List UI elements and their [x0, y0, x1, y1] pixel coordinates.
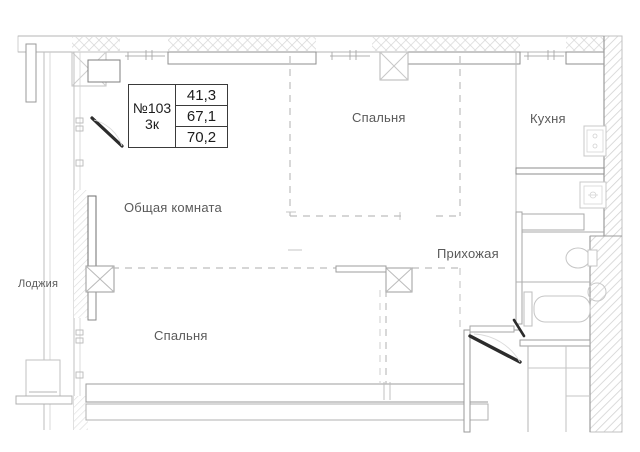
room-label-kitchen: Кухня [530, 111, 566, 126]
fixtures [15, 125, 607, 405]
unit-info-right: 41,3 67,1 70,2 [176, 85, 227, 147]
unit-info-box: №103 3к 41,3 67,1 70,2 [128, 84, 228, 148]
unit-info-left: №103 3к [129, 85, 176, 147]
door-leaf-topleft [90, 116, 124, 148]
unit-number: №103 [132, 100, 172, 116]
room-label-hallway: Прихожая [437, 246, 499, 261]
columns [335, 265, 413, 293]
exterior-walls [17, 35, 623, 433]
toilet-icon [565, 247, 591, 269]
area-living: 41,3 [176, 85, 227, 106]
area-total: 70,2 [186, 128, 217, 146]
loggia-fixture-icon [25, 359, 61, 397]
room-label-living-room: Общая комната [124, 200, 222, 215]
doors [90, 116, 526, 364]
room-label-loggia: Лоджия [18, 278, 59, 290]
dashed-partitions [112, 56, 462, 384]
room-label-bedroom-bottom: Спальня [154, 328, 208, 343]
unit-rooms: 3к [145, 116, 159, 132]
room-label-bedroom-top: Спальня [352, 110, 406, 125]
interior-walls [463, 52, 605, 433]
door-leaf-bathroom [512, 318, 526, 338]
door-leaf-entrance [468, 334, 522, 364]
area-total-reduced: 67,1 [176, 106, 227, 127]
stove-icon [583, 125, 607, 157]
bathtub-icon [533, 295, 591, 323]
counter-icon [521, 213, 585, 231]
